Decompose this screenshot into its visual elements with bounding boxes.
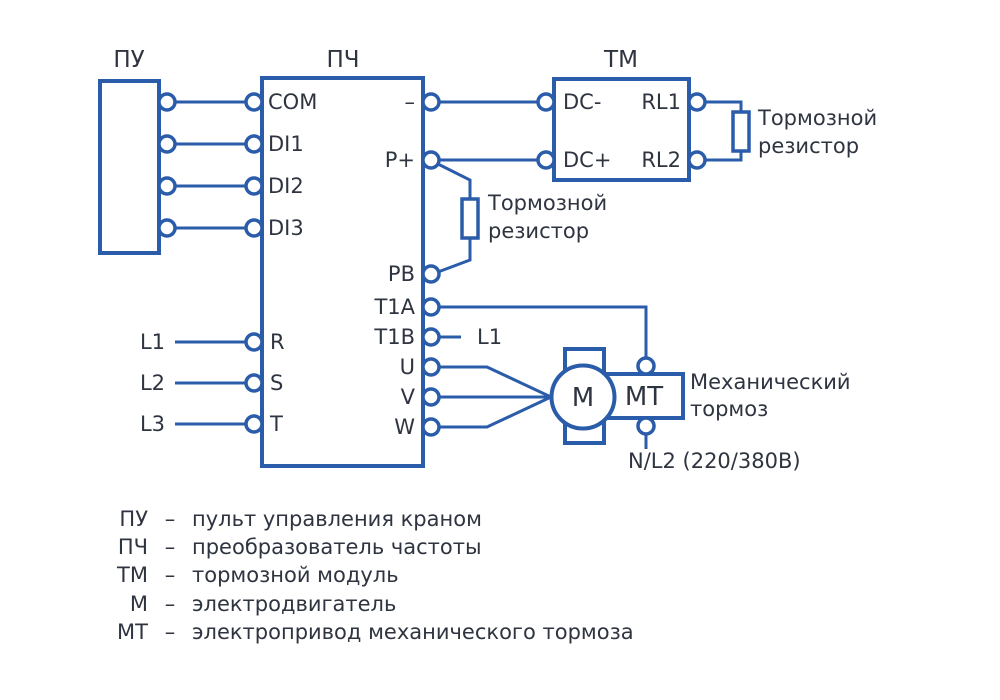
pu-box bbox=[98, 79, 161, 255]
tm-box bbox=[552, 77, 691, 182]
legend-desc-m: электродвигатель bbox=[192, 592, 396, 616]
terminal-w bbox=[421, 417, 441, 437]
wire-w-motor bbox=[439, 395, 552, 429]
label-t1b-target: L1 bbox=[477, 325, 502, 349]
label-v: V bbox=[401, 385, 416, 409]
legend-dash: – bbox=[165, 507, 176, 531]
label-neutral: N/L2 (220/380В) bbox=[628, 449, 801, 473]
tm-title: ТМ bbox=[603, 47, 638, 73]
terminal-dcplus bbox=[536, 150, 556, 170]
legend-dash: – bbox=[165, 563, 176, 587]
label-com: COM bbox=[268, 90, 317, 114]
motor-label: М bbox=[572, 383, 594, 413]
terminal-t1a bbox=[421, 297, 441, 317]
terminal-mt-bottom bbox=[636, 416, 656, 436]
terminal-rl1 bbox=[687, 92, 707, 112]
legend-term-mt: МТ bbox=[117, 620, 148, 644]
terminal-dcminus bbox=[536, 92, 556, 112]
terminal-di1 bbox=[244, 134, 264, 154]
terminal-pu-3 bbox=[157, 176, 177, 196]
label-t: T bbox=[269, 412, 283, 436]
legend-dash: – bbox=[165, 620, 176, 644]
terminal-mt-top bbox=[636, 356, 656, 376]
terminal-pu-2 bbox=[157, 134, 177, 154]
terminal-di2 bbox=[244, 176, 264, 196]
label-di3: DI3 bbox=[268, 216, 304, 240]
terminal-t bbox=[244, 414, 264, 434]
brake-resistor-tm-label-line2: резистор bbox=[758, 134, 859, 158]
legend-dash: – bbox=[165, 592, 176, 616]
legend-desc-tm: тормозной модуль bbox=[192, 563, 399, 587]
label-pplus: P+ bbox=[385, 148, 415, 172]
pch-box bbox=[260, 76, 425, 468]
legend-term-m: М bbox=[130, 592, 148, 616]
label-rl1: RL1 bbox=[641, 90, 681, 114]
label-di2: DI2 bbox=[268, 174, 304, 198]
brake-resistor-mid-symbol bbox=[460, 197, 480, 240]
legend-desc-mt: электропривод механического тормоза bbox=[192, 620, 634, 644]
pu-title: ПУ bbox=[113, 47, 144, 73]
label-dcminus: DC- bbox=[563, 90, 601, 114]
terminal-rl2 bbox=[687, 150, 707, 170]
label-l3: L3 bbox=[140, 412, 165, 436]
label-di1: DI1 bbox=[268, 132, 304, 156]
terminal-u bbox=[421, 357, 441, 377]
terminal-s bbox=[244, 373, 264, 393]
label-w: W bbox=[394, 415, 415, 439]
terminal-r bbox=[244, 332, 264, 352]
terminal-v bbox=[421, 387, 441, 407]
terminal-pb bbox=[421, 264, 441, 284]
brake-resistor-tm-label-line1: Тормозной bbox=[757, 106, 877, 130]
terminal-pu-1 bbox=[157, 92, 177, 112]
label-l2: L2 bbox=[140, 371, 165, 395]
legend-dash: – bbox=[165, 535, 176, 559]
label-rl2: RL2 bbox=[641, 148, 681, 172]
mech-brake-label-line2: тормоз bbox=[690, 397, 768, 421]
mt-label: МТ bbox=[625, 382, 663, 412]
label-pb: PB bbox=[388, 262, 415, 286]
label-t1b: T1B bbox=[373, 325, 415, 349]
label-u: U bbox=[400, 355, 415, 379]
terminal-pu-4 bbox=[157, 218, 177, 238]
label-t1a: T1A bbox=[373, 295, 415, 319]
terminal-t1b bbox=[421, 327, 441, 347]
legend-desc-pu: пульт управления краном bbox=[192, 507, 482, 531]
terminal-com bbox=[244, 92, 264, 112]
pch-title: ПЧ bbox=[326, 47, 359, 73]
legend-term-pch: ПЧ bbox=[118, 535, 148, 559]
brake-resistor-mid-label-line2: резистор bbox=[488, 219, 589, 243]
legend: ПУ – пульт управления краном ПЧ – преобр… bbox=[116, 507, 634, 644]
wire-t1a-mt bbox=[439, 305, 648, 358]
legend-term-tm: ТМ bbox=[116, 563, 148, 587]
label-minus: – bbox=[405, 90, 416, 114]
legend-term-pu: ПУ bbox=[119, 507, 148, 531]
label-r: R bbox=[270, 330, 285, 354]
mech-brake-label-line1: Механический bbox=[690, 370, 851, 394]
brake-resistor-mid-label-line1: Тормозной bbox=[487, 191, 607, 215]
label-l1: L1 bbox=[140, 330, 165, 354]
terminal-pplus bbox=[421, 150, 441, 170]
terminal-di3 bbox=[244, 218, 264, 238]
legend-desc-pch: преобразователь частоты bbox=[192, 535, 482, 559]
motor-circle bbox=[549, 363, 617, 431]
terminal-minus bbox=[421, 92, 441, 112]
brake-resistor-tm-symbol bbox=[731, 110, 751, 153]
label-dcplus: DC+ bbox=[563, 148, 611, 172]
wire-u-motor bbox=[439, 365, 552, 399]
label-s: S bbox=[270, 371, 283, 395]
